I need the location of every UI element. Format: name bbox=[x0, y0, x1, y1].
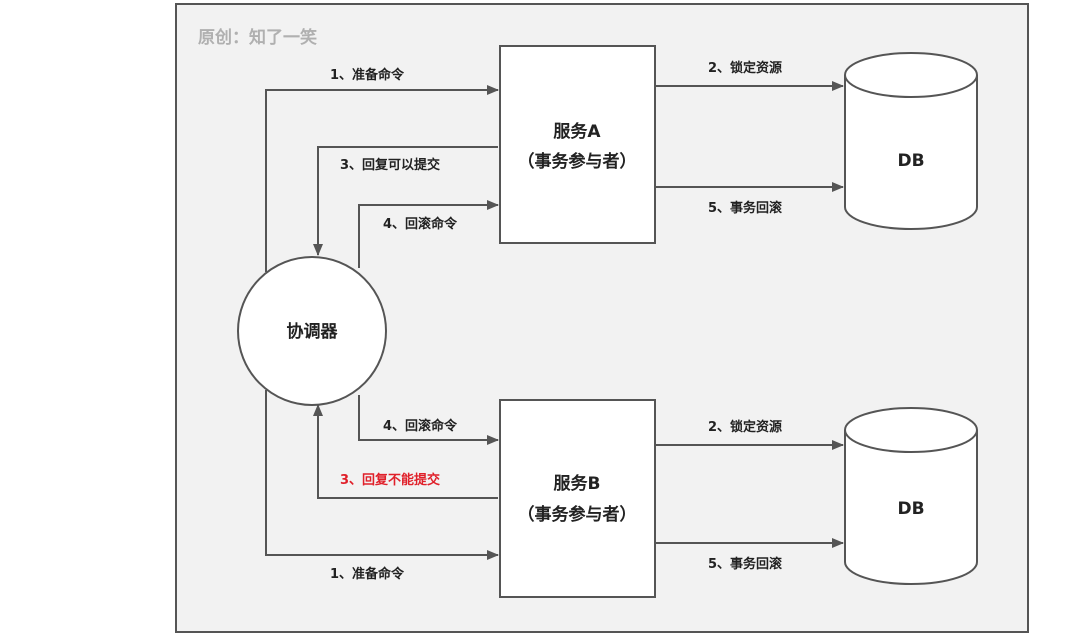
edge-label-reply-a: 3、回复可以提交 bbox=[340, 157, 440, 173]
edge-prepare-a bbox=[265, 85, 499, 272]
service-a-box bbox=[499, 45, 656, 244]
edge-rollback-b bbox=[358, 395, 499, 445]
db-top-cylinder bbox=[844, 52, 978, 230]
edge-label-lock-a: 2、锁定资源 bbox=[708, 60, 782, 76]
edge-label-prepare-a: 1、准备命令 bbox=[330, 67, 405, 83]
edge-label-reply-b: 3、回复不能提交 bbox=[340, 472, 440, 488]
db-bottom-label: DB bbox=[897, 499, 924, 519]
coordinator-label: 协调器 bbox=[287, 321, 339, 342]
edge-rollback-a bbox=[358, 200, 499, 268]
db-bottom-cylinder bbox=[844, 407, 978, 585]
watermark: 原创：知了一笑 bbox=[198, 28, 317, 48]
edge-label-rollback-db-a: 5、事务回滚 bbox=[708, 200, 783, 216]
edge-label-rollback-b: 4、回滚命令 bbox=[383, 418, 458, 434]
edge-reply-a bbox=[313, 146, 498, 256]
db-top-label: DB bbox=[897, 151, 924, 171]
service-b-role: （事务参与者） bbox=[518, 504, 637, 525]
edge-label-prepare-b: 1、准备命令 bbox=[330, 566, 405, 582]
edge-label-rollback-db-b: 5、事务回滚 bbox=[708, 556, 783, 572]
coordinator-node bbox=[237, 256, 387, 406]
edge-prepare-b bbox=[265, 390, 499, 560]
edge-label-rollback-a: 4、回滚命令 bbox=[383, 216, 458, 232]
service-a-name: 服务A bbox=[553, 121, 601, 142]
service-b-box bbox=[499, 399, 656, 598]
service-a-role: （事务参与者） bbox=[518, 151, 637, 172]
service-b-name: 服务B bbox=[554, 473, 601, 494]
edge-label-lock-b: 2、锁定资源 bbox=[708, 419, 782, 435]
edge-reply-b bbox=[313, 404, 498, 499]
